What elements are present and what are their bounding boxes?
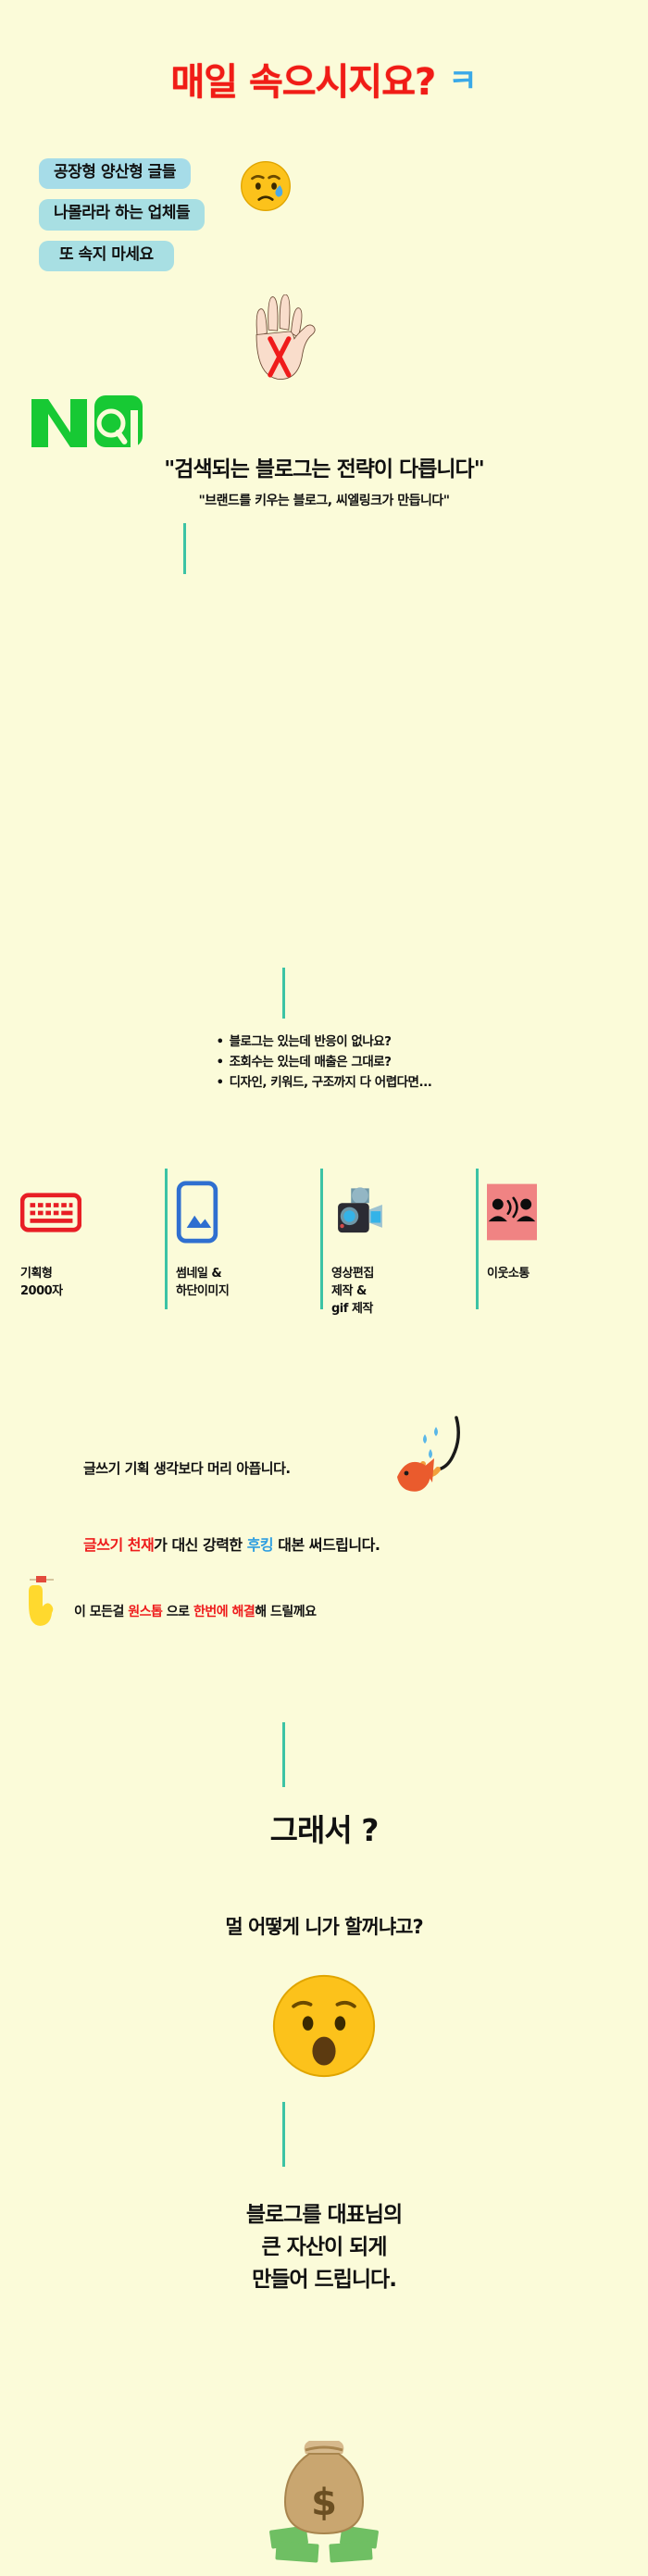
closing-promise-text: 블로그를 대표님의 큰 자산이 되게 만들어 드립니다. (245, 2203, 403, 2292)
raised-hand-with-red-x-icon (241, 294, 322, 387)
video-camera-icon (331, 1179, 389, 1245)
crying-face-emoji (239, 159, 293, 213)
feature-label: 기획형 2000자 (20, 1267, 63, 1298)
mid-copy-line-1: 글쓰기 기획 생각보다 머리 아픕니다. (83, 1460, 291, 1477)
page-title: 매일 속으시지요? ㅋ (0, 52, 648, 106)
people-speaking-icon (487, 1179, 537, 1245)
feature-column-neighbor: 이웃소통 (476, 1153, 635, 1329)
feature-column-video: 영상편집 제작 & gif 제작 (320, 1153, 480, 1329)
divider-line (282, 968, 285, 1019)
mid-copy-text: 해 드릴께요 (255, 1605, 317, 1619)
pain-pill-list: 공장형 양산형 글들 나몰라라 하는 업체들 또 속지 마세요 (39, 158, 206, 271)
page-title-main: 매일 속으시지요? (170, 61, 436, 104)
mid-copy-text: 가 대신 강력한 (154, 1536, 247, 1554)
face-with-open-mouth-emoji (270, 1972, 378, 2080)
fish-on-hook-icon (393, 1412, 464, 1495)
list-item: 디자인, 키워드, 구조까지 다 어렵다면... (217, 1073, 432, 1094)
mid-copy-highlight-solve: 한번에 해결 (193, 1605, 255, 1619)
feature-label: 이웃소통 (487, 1267, 530, 1281)
pain-pill: 공장형 양산형 글들 (39, 158, 191, 190)
pain-pill: 또 속지 마세요 (39, 240, 174, 271)
mid-copy-line-3: 이 모든걸 원스톱 으로 한번에 해결해 드릴께요 (74, 1602, 317, 1620)
brand-quote-sub: "브랜드를 키우는 블로그, 씨엘링크가 만듭니다" (198, 494, 450, 508)
brand-quote-main: "검색되는 블로그는 전략이 다릅니다" (164, 457, 484, 481)
list-item: 조회수는 있는데 매출은 그대로? (217, 1053, 432, 1073)
keyboard-icon (20, 1179, 81, 1245)
mid-copy-text: 대본 써드립니다. (273, 1536, 380, 1554)
page-title-suffix: ㅋ (448, 63, 478, 100)
pain-point-list: 블로그는 있는데 반응이 없나요? 조회수는 있는데 매출은 그대로? 디자인,… (0, 1032, 648, 1094)
divider-line (282, 2102, 285, 2167)
naver-search-logo (28, 394, 148, 451)
picture-frame-icon (176, 1179, 218, 1245)
mid-copy-text: 으로 (162, 1605, 193, 1619)
svg-text:$: $ (311, 2482, 337, 2524)
list-item: 블로그는 있는데 반응이 없나요? (217, 1032, 432, 1053)
feature-column-thumbnail: 썸네일 & 하단이미지 (165, 1153, 324, 1329)
feature-column-keyboard: 기획형 2000자 (13, 1153, 168, 1329)
mid-copy-text: 이 모든걸 (74, 1605, 129, 1619)
so-question-text: 그래서 ? (269, 1812, 380, 1848)
divider-line (183, 523, 186, 574)
mid-copy-line-2: 글쓰기 천재가 대신 강력한 후킹 대본 써드립니다. (83, 1532, 380, 1555)
feature-label: 썸네일 & 하단이미지 (176, 1267, 230, 1298)
mid-copy-highlight-onestop: 원스톱 (128, 1605, 163, 1619)
pain-pill: 나몰라라 하는 업체들 (39, 199, 206, 231)
ask-question-text: 멀 어떻게 니가 할꺼냐고? (225, 1916, 423, 1938)
feature-label: 영상편집 제작 & gif 제작 (331, 1267, 374, 1316)
pointing-up-hand-icon (26, 1574, 63, 1632)
divider-line (282, 1722, 285, 1787)
feature-column-list: 기획형 2000자 썸네일 & 하단이미지 (13, 1153, 635, 1329)
mid-copy-highlight-hooking: 후킹 (246, 1536, 274, 1554)
mid-copy-highlight-genius: 글쓰기 천재 (83, 1536, 155, 1554)
money-bag-with-cash-icon: $ (268, 2426, 380, 2565)
